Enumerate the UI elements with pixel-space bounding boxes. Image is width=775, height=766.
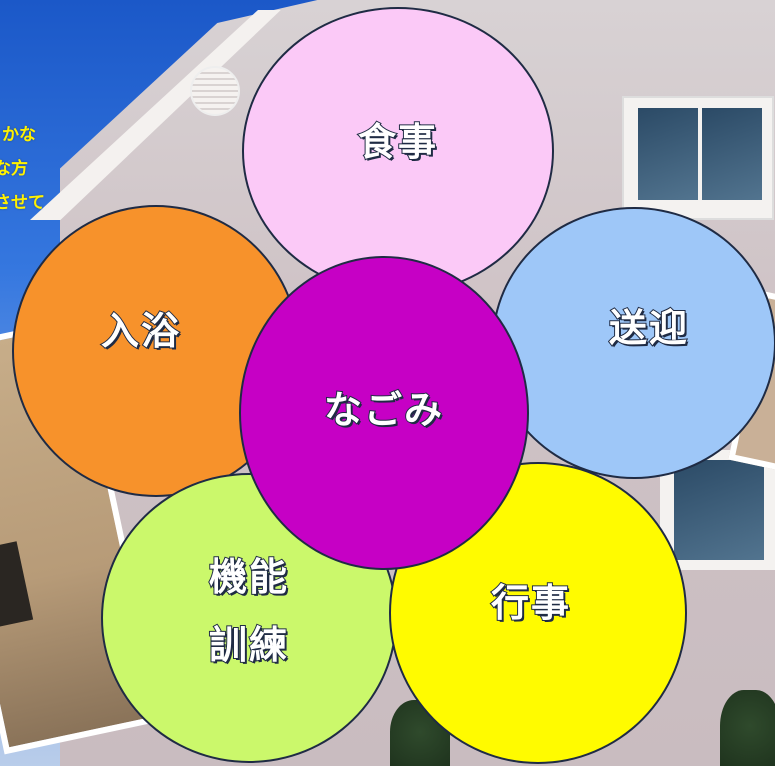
intro-line: な方 xyxy=(0,159,28,179)
petal-meal-label: 食事 xyxy=(357,119,438,165)
intro-line: させて xyxy=(0,193,45,213)
petal-event-label: 行事 xyxy=(490,580,571,626)
petal-meal: 食事 xyxy=(242,7,554,295)
petal-transport: 送迎 xyxy=(492,207,775,479)
petal-bath-label: 入浴 xyxy=(100,308,181,354)
center-label: なごみ xyxy=(323,387,444,433)
round-vent xyxy=(190,66,240,116)
intro-line: かな xyxy=(2,125,36,145)
petal-transport-label: 送迎 xyxy=(608,305,689,351)
window-lower-right xyxy=(660,450,775,570)
window-upper-right xyxy=(622,96,774,220)
petal-function-training-line1: 機能 xyxy=(208,554,289,600)
petal-function-training-label: 機能 訓練 xyxy=(208,543,289,680)
intro-text: かな な方 させて xyxy=(0,118,45,220)
center-circle: なごみ xyxy=(239,256,529,570)
petal-function-training-line2: 訓練 xyxy=(208,622,289,668)
tree xyxy=(720,690,775,766)
